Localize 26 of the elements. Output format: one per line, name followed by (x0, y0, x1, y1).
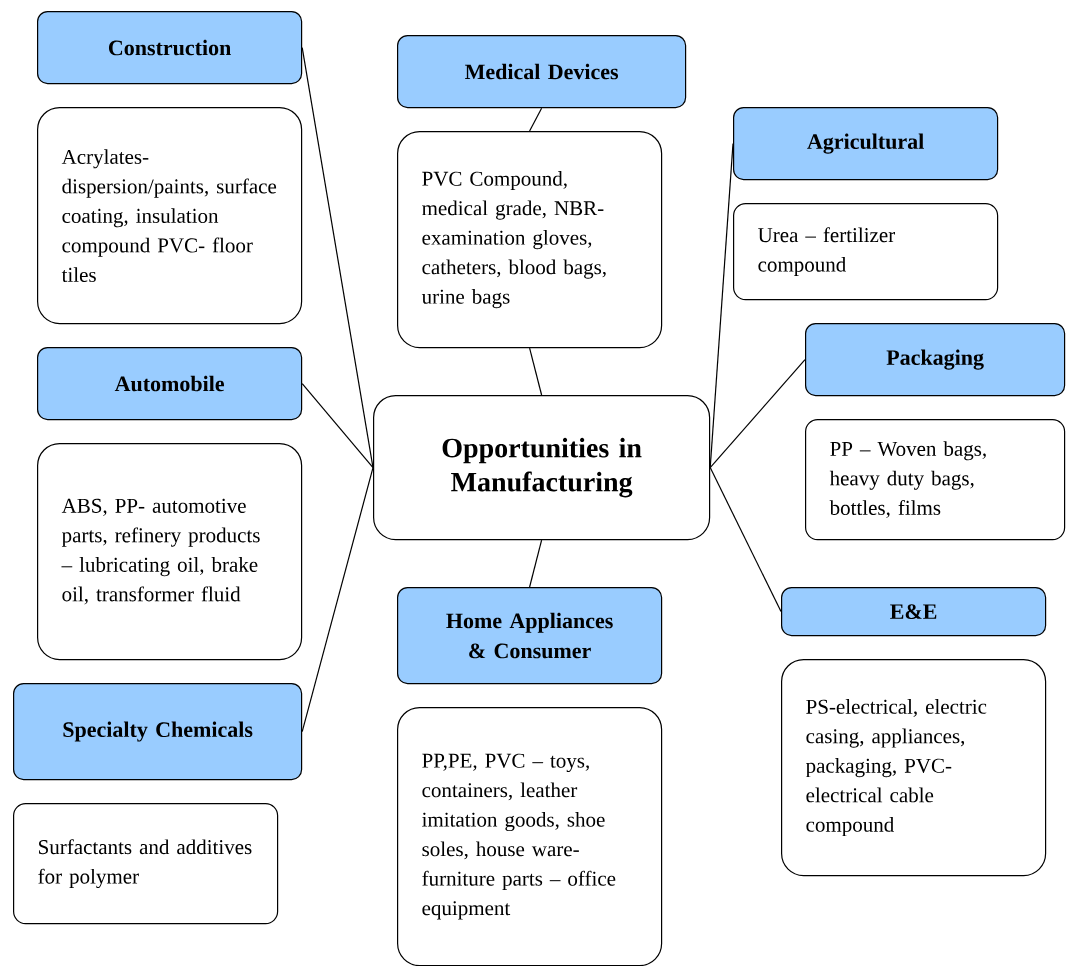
connector-line (709, 467, 782, 613)
category-box: Automobile (37, 347, 303, 421)
description-box: PP – Woven bags, heavy duty bags, bottles, films (805, 419, 1066, 541)
central-topic-box: Opportunities in Manufacturing (373, 395, 711, 541)
connector-line (301, 383, 374, 469)
connector-line (529, 107, 543, 132)
description-box: PP,PE, PVC – toys, containers, leather imitation goods, shoe soles, house ware- furniture parts – office equipment (397, 707, 663, 966)
category-box: Specialty Chemicals (13, 683, 303, 781)
description-box: ABS, PP- automotive parts, refinery products – lubricating oil, brake oil, transformer fluid (37, 443, 303, 661)
description-box: PVC Compound, medical grade, NBR-examination gloves, catheters, blood bags, urine bags (397, 131, 663, 349)
description-box: Urea – fertilizer compound (733, 203, 999, 301)
connector-line (301, 467, 374, 733)
description-box: PS-electrical, electric casing, appliances, packaging, PVC- electrical cable compound (781, 659, 1047, 877)
connector-line (529, 347, 543, 396)
category-box: Agricultural (733, 107, 999, 181)
connector-line (709, 359, 806, 469)
category-box: E&E (781, 587, 1047, 637)
connector-line (301, 47, 374, 469)
description-box: Surfactants and additives for polymer (13, 803, 279, 925)
category-box: Construction (37, 11, 303, 85)
connector-line (529, 539, 543, 588)
connector-line (709, 143, 734, 469)
category-box: Home Appliances & Consumer (397, 587, 663, 685)
category-box: Packaging (805, 323, 1066, 397)
category-box: Medical Devices (397, 35, 687, 109)
description-box: Acrylates- dispersion/paints, surface coating, insulation compound PVC- floor tiles (37, 107, 303, 325)
